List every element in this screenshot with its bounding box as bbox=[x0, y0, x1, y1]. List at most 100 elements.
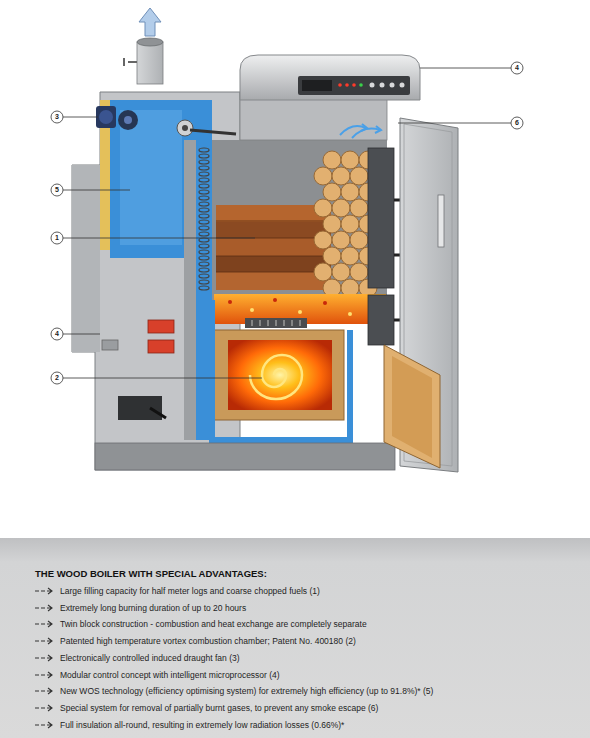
log-ends bbox=[323, 215, 341, 233]
turbulator-spiral bbox=[199, 262, 209, 266]
turbulator-spiral bbox=[199, 250, 209, 254]
ember-bed bbox=[348, 312, 352, 316]
flue-outlet bbox=[124, 58, 137, 66]
turbulator-spiral bbox=[199, 232, 209, 236]
cleaning-door bbox=[118, 396, 162, 420]
log-ends bbox=[323, 151, 341, 169]
control-unit bbox=[380, 83, 385, 88]
cleaning-lever bbox=[177, 120, 236, 136]
cleaning-lever bbox=[190, 130, 236, 134]
log-ends bbox=[350, 263, 368, 281]
control-unit bbox=[345, 83, 349, 87]
vortex-combustion-chamber bbox=[228, 340, 332, 410]
fuel-chamber bbox=[216, 272, 331, 290]
control-unit bbox=[390, 83, 395, 88]
log-ends bbox=[314, 167, 332, 185]
heat-exchanger-block bbox=[184, 140, 196, 440]
inner-doors bbox=[368, 295, 394, 345]
water-jacket bbox=[212, 300, 350, 440]
turbulator-spiral bbox=[199, 196, 209, 200]
turbulator-spiral bbox=[199, 286, 209, 290]
log-ends bbox=[332, 231, 350, 249]
ember-bed bbox=[250, 308, 254, 312]
log-ends bbox=[332, 167, 350, 185]
control-unit bbox=[302, 80, 332, 91]
turbulator-spiral bbox=[199, 178, 209, 182]
leader-lines bbox=[63, 68, 511, 378]
turbulator-spiral bbox=[199, 274, 209, 278]
cleaning-door bbox=[150, 408, 166, 418]
draught-fan bbox=[124, 116, 132, 124]
control-connectors bbox=[148, 340, 174, 353]
vortex-combustion-chamber bbox=[214, 330, 344, 420]
callout-number: 2 bbox=[49, 373, 65, 383]
draught-fan bbox=[96, 106, 138, 130]
turbulator-spiral bbox=[199, 184, 209, 188]
turbulator-spiral bbox=[199, 172, 209, 176]
callout-number: 4 bbox=[49, 329, 65, 339]
log-ends bbox=[323, 183, 341, 201]
callout-number: 5 bbox=[49, 185, 65, 195]
callout-number: 3 bbox=[49, 112, 65, 122]
list-heading: THE WOOD BOILER WITH SPECIAL ADVANTAGES: bbox=[35, 568, 267, 580]
turbulator-spiral bbox=[199, 238, 209, 242]
fuel-chamber bbox=[212, 140, 387, 300]
control-unit bbox=[240, 55, 420, 100]
turbulator-spiral bbox=[199, 160, 209, 164]
ash-door bbox=[384, 345, 440, 468]
turbulator-spiral bbox=[199, 154, 209, 158]
text-band bbox=[0, 538, 590, 738]
leader-lines bbox=[63, 238, 255, 239]
control-unit bbox=[240, 55, 420, 100]
ember-bed bbox=[214, 294, 386, 328]
turbulator-spiral bbox=[199, 148, 209, 290]
turbulator-spiral bbox=[199, 190, 209, 194]
bullet-arrow bbox=[35, 605, 52, 611]
bullet-arrow bbox=[35, 588, 52, 728]
flue-outlet bbox=[124, 8, 163, 84]
front-door bbox=[438, 195, 444, 247]
control-unit bbox=[359, 83, 363, 87]
fuel-chamber bbox=[216, 222, 331, 238]
control-unit bbox=[338, 83, 342, 87]
callout-number: 6 bbox=[509, 118, 525, 128]
log-ends bbox=[314, 231, 332, 249]
log-ends bbox=[314, 263, 332, 281]
feature-text: New WOS technology (efficiency optimisin… bbox=[60, 686, 433, 696]
control-unit bbox=[370, 83, 375, 88]
leader-lines bbox=[63, 117, 98, 118]
feature-text: Twin block construction - combustion and… bbox=[60, 619, 367, 629]
draught-fan bbox=[99, 110, 113, 124]
turbulator-spiral bbox=[199, 244, 209, 248]
leader-lines bbox=[63, 190, 130, 191]
ember-bed bbox=[273, 298, 277, 302]
bullet-arrow bbox=[35, 638, 52, 644]
leader-lines bbox=[420, 68, 511, 69]
feature-text: Special system for removal of partially … bbox=[60, 703, 378, 713]
feature-text: Large filling capacity for half meter lo… bbox=[60, 586, 320, 596]
turbulator-spiral bbox=[199, 214, 209, 218]
feature-text: Full insulation all-round, resulting in … bbox=[60, 720, 344, 730]
water-jacket bbox=[212, 300, 350, 440]
cleaning-lever bbox=[182, 125, 188, 131]
turbulator-spiral bbox=[199, 166, 209, 170]
feature-text: Electronically controlled induced draugh… bbox=[60, 653, 240, 663]
draught-fan bbox=[118, 110, 138, 130]
callout-number: 4 bbox=[509, 63, 525, 73]
heat-exchanger-block bbox=[110, 100, 212, 440]
control-unit bbox=[352, 83, 356, 87]
log-ends bbox=[314, 199, 332, 217]
log-ends bbox=[341, 247, 359, 265]
log-ends bbox=[350, 167, 368, 185]
log-ends bbox=[323, 247, 341, 265]
ash-door bbox=[384, 345, 440, 468]
feature-text: Extremely long burning duration of up to… bbox=[60, 603, 246, 613]
log-ends bbox=[341, 151, 359, 169]
turbulator-spiral bbox=[199, 208, 209, 212]
vortex-combustion-chamber bbox=[214, 330, 344, 420]
turbulator-spiral bbox=[199, 226, 209, 230]
boiler-base bbox=[95, 92, 395, 470]
turbulator-spiral bbox=[199, 256, 209, 260]
bullet-arrow bbox=[35, 655, 52, 661]
